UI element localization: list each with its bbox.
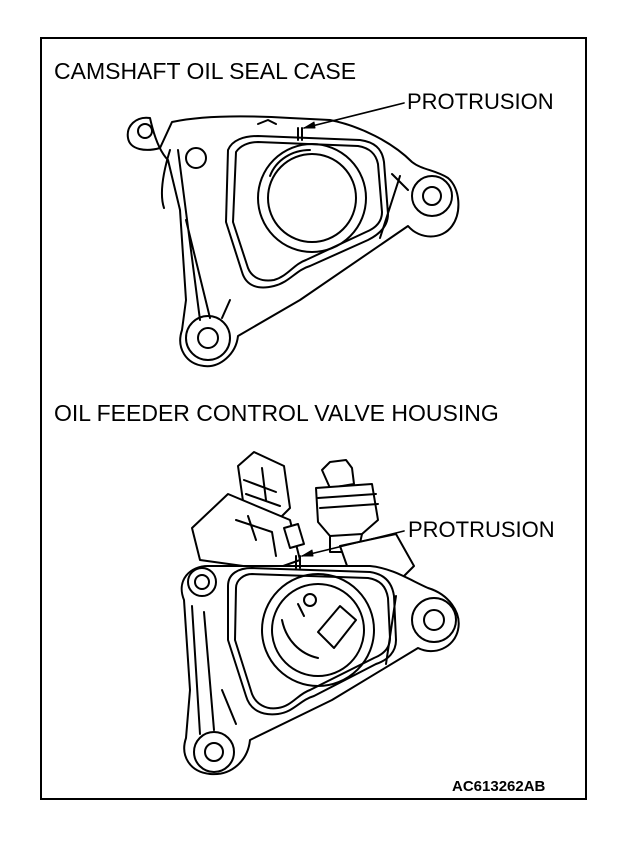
housing-left-boss <box>187 567 217 597</box>
seal-case-right-boss <box>411 175 453 217</box>
housing-protrusion-tab <box>295 555 301 569</box>
seal-case-gasket-outer <box>225 135 389 289</box>
seal-case-gasket-inner <box>232 141 383 282</box>
housing-inner-arc <box>281 603 319 659</box>
housing-gasket-inner <box>234 573 391 710</box>
housing-solenoid-body <box>315 483 379 537</box>
camshaft-oil-seal-case-heading: CAMSHAFT OIL SEAL CASE <box>54 58 357 84</box>
seal-case-protrusion-tab <box>297 127 303 141</box>
seal-case-top-left-hole <box>137 123 153 139</box>
housing-bottom-boss <box>193 731 235 773</box>
top-protrusion-arrow <box>303 121 316 129</box>
housing-bore-outer <box>261 573 375 687</box>
housing-flange-outline <box>180 565 460 776</box>
seal-case-top-detail <box>257 119 277 125</box>
housing-left-hole <box>194 574 210 590</box>
top-protrusion-leader <box>303 102 405 129</box>
seal-case-bore-outer <box>257 143 367 253</box>
housing-inner-spool <box>317 605 357 649</box>
figure-code: AC613262AB <box>452 778 546 795</box>
figure-frame <box>40 37 587 800</box>
seal-case-right-hole <box>422 186 442 206</box>
bottom-protrusion-leader <box>301 530 405 557</box>
housing-right-boss <box>411 597 457 643</box>
housing-connector-detail <box>243 467 281 507</box>
housing-bore-inner <box>271 583 365 677</box>
seal-case-bottom-hole <box>197 327 219 349</box>
seal-case-upper-bolt-hole <box>185 147 207 169</box>
housing-inner-port <box>303 593 317 607</box>
seal-case-bore-shading <box>269 149 311 177</box>
seal-case-bore-inner <box>267 153 357 243</box>
oil-feeder-housing-drawing <box>180 451 460 776</box>
housing-right-hole <box>423 609 445 631</box>
housing-valve-tip <box>283 523 305 549</box>
housing-solenoid-cap <box>321 459 355 489</box>
housing-gasket-outer <box>227 567 397 716</box>
housing-block-face <box>235 515 277 557</box>
seal-case-bottom-boss <box>185 315 231 361</box>
seal-case-left-rib <box>161 149 211 321</box>
seal-case-body-outline <box>126 115 460 368</box>
bottom-protrusion-arrow <box>301 549 314 557</box>
oil-feeder-housing-heading: OIL FEEDER CONTROL VALVE HOUSING <box>54 400 499 426</box>
housing-bottom-hole <box>204 742 224 762</box>
housing-flange-ribs <box>191 595 397 735</box>
bottom-protrusion-callout: PROTRUSION <box>408 517 555 542</box>
top-protrusion-callout: PROTRUSION <box>407 89 554 114</box>
camshaft-oil-seal-case-drawing <box>126 102 460 368</box>
